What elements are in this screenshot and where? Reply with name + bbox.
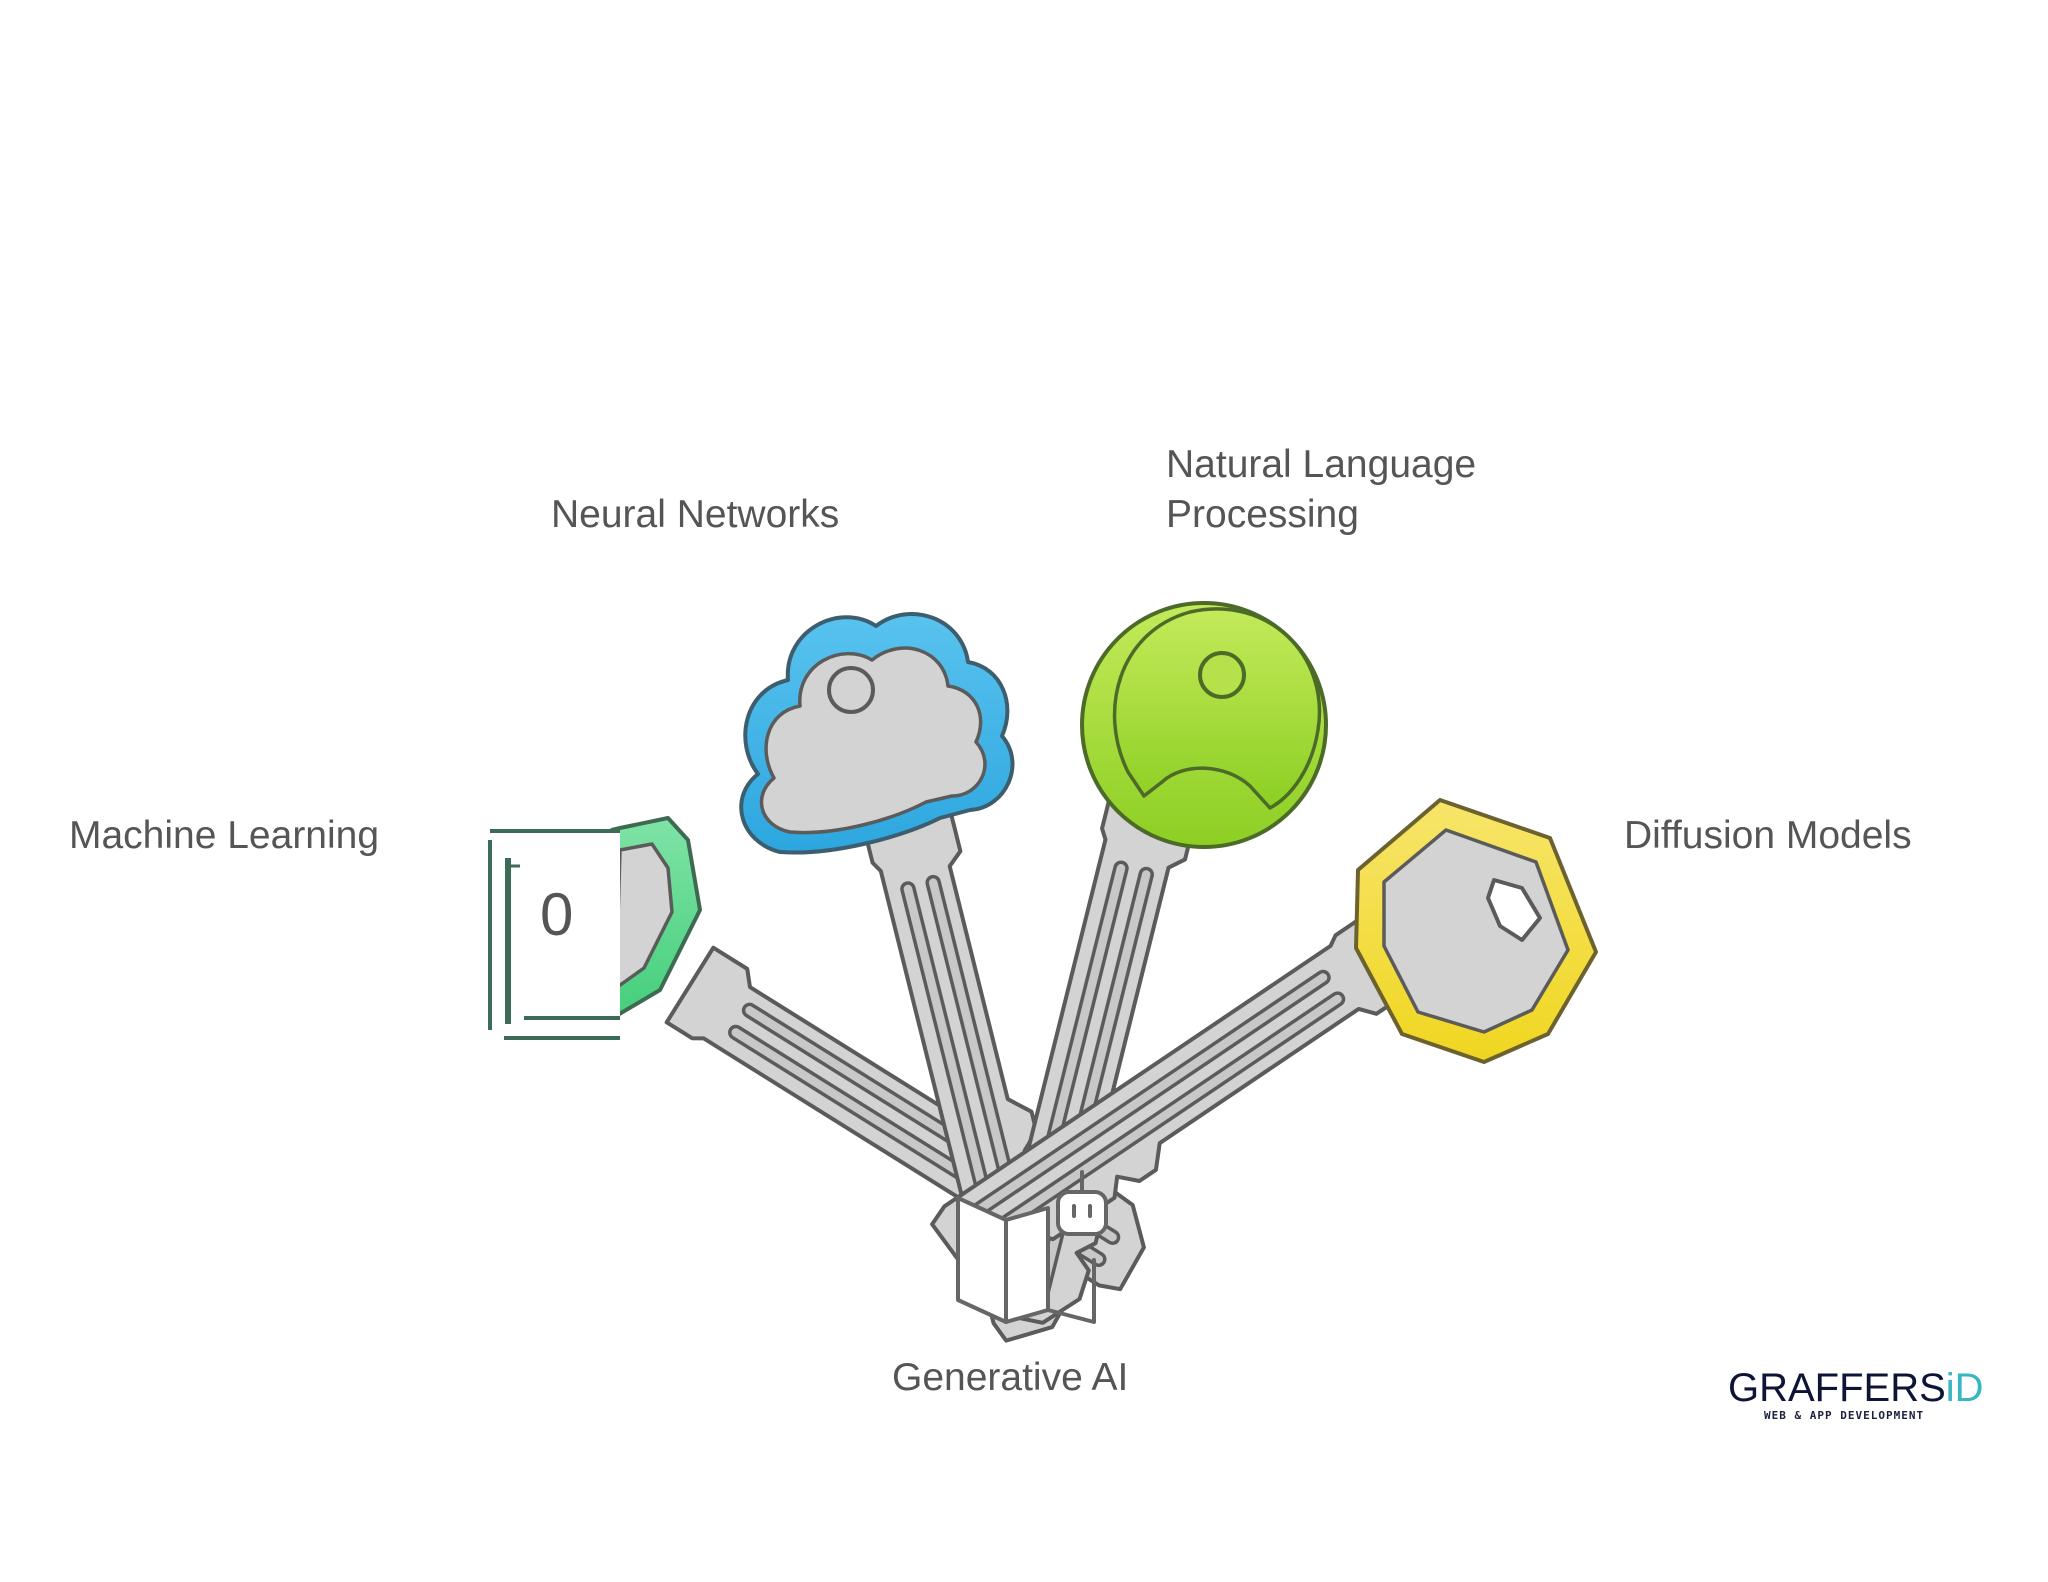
logo-wordmark: GRAFFERSiD <box>1728 1366 1984 1410</box>
box-value: 0 <box>540 880 573 949</box>
graffersid-logo: GRAFFERSiD WEB & APP DEVELOPMENT <box>1728 1366 1990 1428</box>
label-nlp: Natural Language Processing <box>1166 440 1476 540</box>
logo-tagline: WEB & APP DEVELOPMENT <box>1764 1409 1924 1422</box>
logo-accent: iD <box>1946 1366 1984 1410</box>
logo-main: GRAFFERS <box>1728 1366 1946 1410</box>
label-nlp-line2: Processing <box>1166 490 1476 540</box>
label-machine-learning: Machine Learning <box>69 811 379 861</box>
label-nlp-line1: Natural Language <box>1166 440 1476 490</box>
label-neural-networks: Neural Networks <box>551 490 839 540</box>
label-generative-ai: Generative AI <box>892 1353 1128 1403</box>
label-diffusion-models: Diffusion Models <box>1624 811 1912 861</box>
